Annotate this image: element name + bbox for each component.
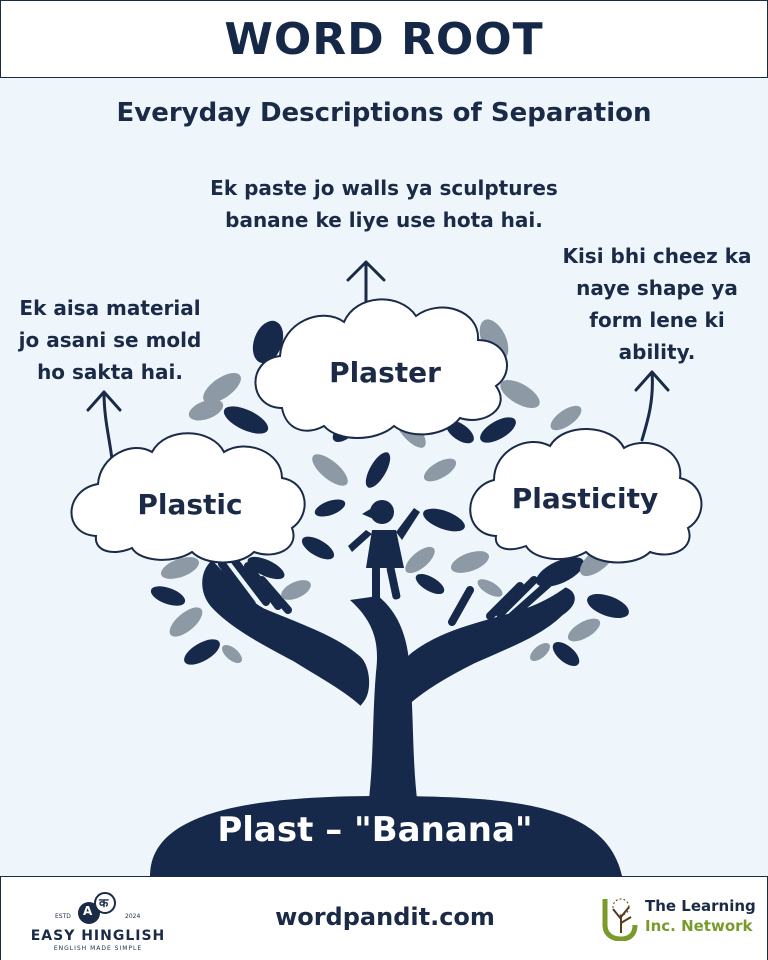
leaf [587, 593, 629, 619]
leaf [405, 546, 435, 574]
leaf [188, 399, 224, 421]
leaf [550, 405, 582, 431]
leaf [567, 618, 601, 642]
site-url[interactable]: wordpandit.com [275, 903, 495, 931]
leaf [365, 452, 391, 488]
leaf [150, 586, 186, 606]
leaf [446, 420, 474, 444]
leaf [222, 645, 242, 663]
speech-bubbles-icon [78, 892, 116, 924]
badge-letter-a: A [83, 904, 93, 918]
learning-network-line1: The Learning [645, 897, 756, 915]
leaf [184, 639, 220, 665]
description-plastic: Ek aisa material jo asani se mold ho sak… [18, 296, 202, 384]
up-arrow-icon [634, 370, 670, 442]
root-word-label: Plast – "Banana" [217, 810, 533, 850]
cloud-label-plastic: Plastic [137, 488, 243, 521]
ground-mound [150, 796, 622, 876]
description-plasticity: Kisi bhi cheez ka naye shape ya form len… [562, 244, 752, 364]
header-banner: WORD ROOT [0, 0, 768, 78]
leaf [535, 557, 585, 587]
tree-trunk [350, 596, 418, 808]
leaf [301, 536, 335, 560]
cloud-plastic [70, 432, 306, 564]
child-figure-icon [348, 500, 420, 606]
arrows [86, 260, 670, 462]
leaf [203, 372, 241, 404]
estd-year: 2024 [125, 913, 141, 920]
leaf [223, 406, 269, 434]
easy-hinglish-tagline: ENGLISH MADE SIMPLE [53, 945, 143, 952]
leaf [314, 499, 346, 517]
footer: A क ESTD 2024 EASY HINGLISH ENGLISH MADE… [0, 876, 768, 960]
leaf [160, 557, 200, 579]
page-title: WORD ROOT [224, 13, 544, 65]
learning-network-line2: Inc. Network [645, 917, 753, 935]
up-arrow-icon [346, 260, 386, 308]
cloud-label-plaster: Plaster [329, 356, 441, 389]
leaf [169, 607, 203, 637]
learning-network-logo: The Learning Inc. Network [599, 895, 759, 945]
easy-hinglish-name: EASY HINGLISH [30, 928, 166, 944]
description-plaster: Ek paste jo walls ya sculptures banane k… [210, 176, 558, 232]
leaf [423, 458, 457, 482]
leaf [247, 556, 285, 580]
leaf [450, 551, 490, 573]
easy-hinglish-logo: A क ESTD 2024 EASY HINGLISH ENGLISH MADE… [23, 883, 173, 955]
up-arrow-icon [86, 390, 122, 462]
badge-letter-ka: क [99, 896, 109, 910]
clouds [70, 298, 703, 564]
leaf [477, 579, 503, 597]
leaf [281, 580, 311, 600]
right-hand-icon [400, 576, 575, 707]
leaf [552, 642, 580, 666]
estd-label: ESTD [55, 913, 71, 920]
leaf [480, 417, 516, 443]
tree-logo-icon [602, 898, 638, 941]
cloud-label-plasticity: Plasticity [511, 482, 659, 515]
subtitle: Everyday Descriptions of Separation [116, 98, 652, 128]
left-hand-icon [202, 556, 369, 706]
leaf [312, 454, 348, 486]
cloud-plaster [254, 298, 508, 439]
leaf [530, 643, 550, 661]
leaf [500, 380, 540, 408]
cloud-plasticity [469, 428, 703, 564]
leaf [423, 508, 465, 532]
leaf [415, 573, 445, 595]
leaf [252, 320, 284, 364]
